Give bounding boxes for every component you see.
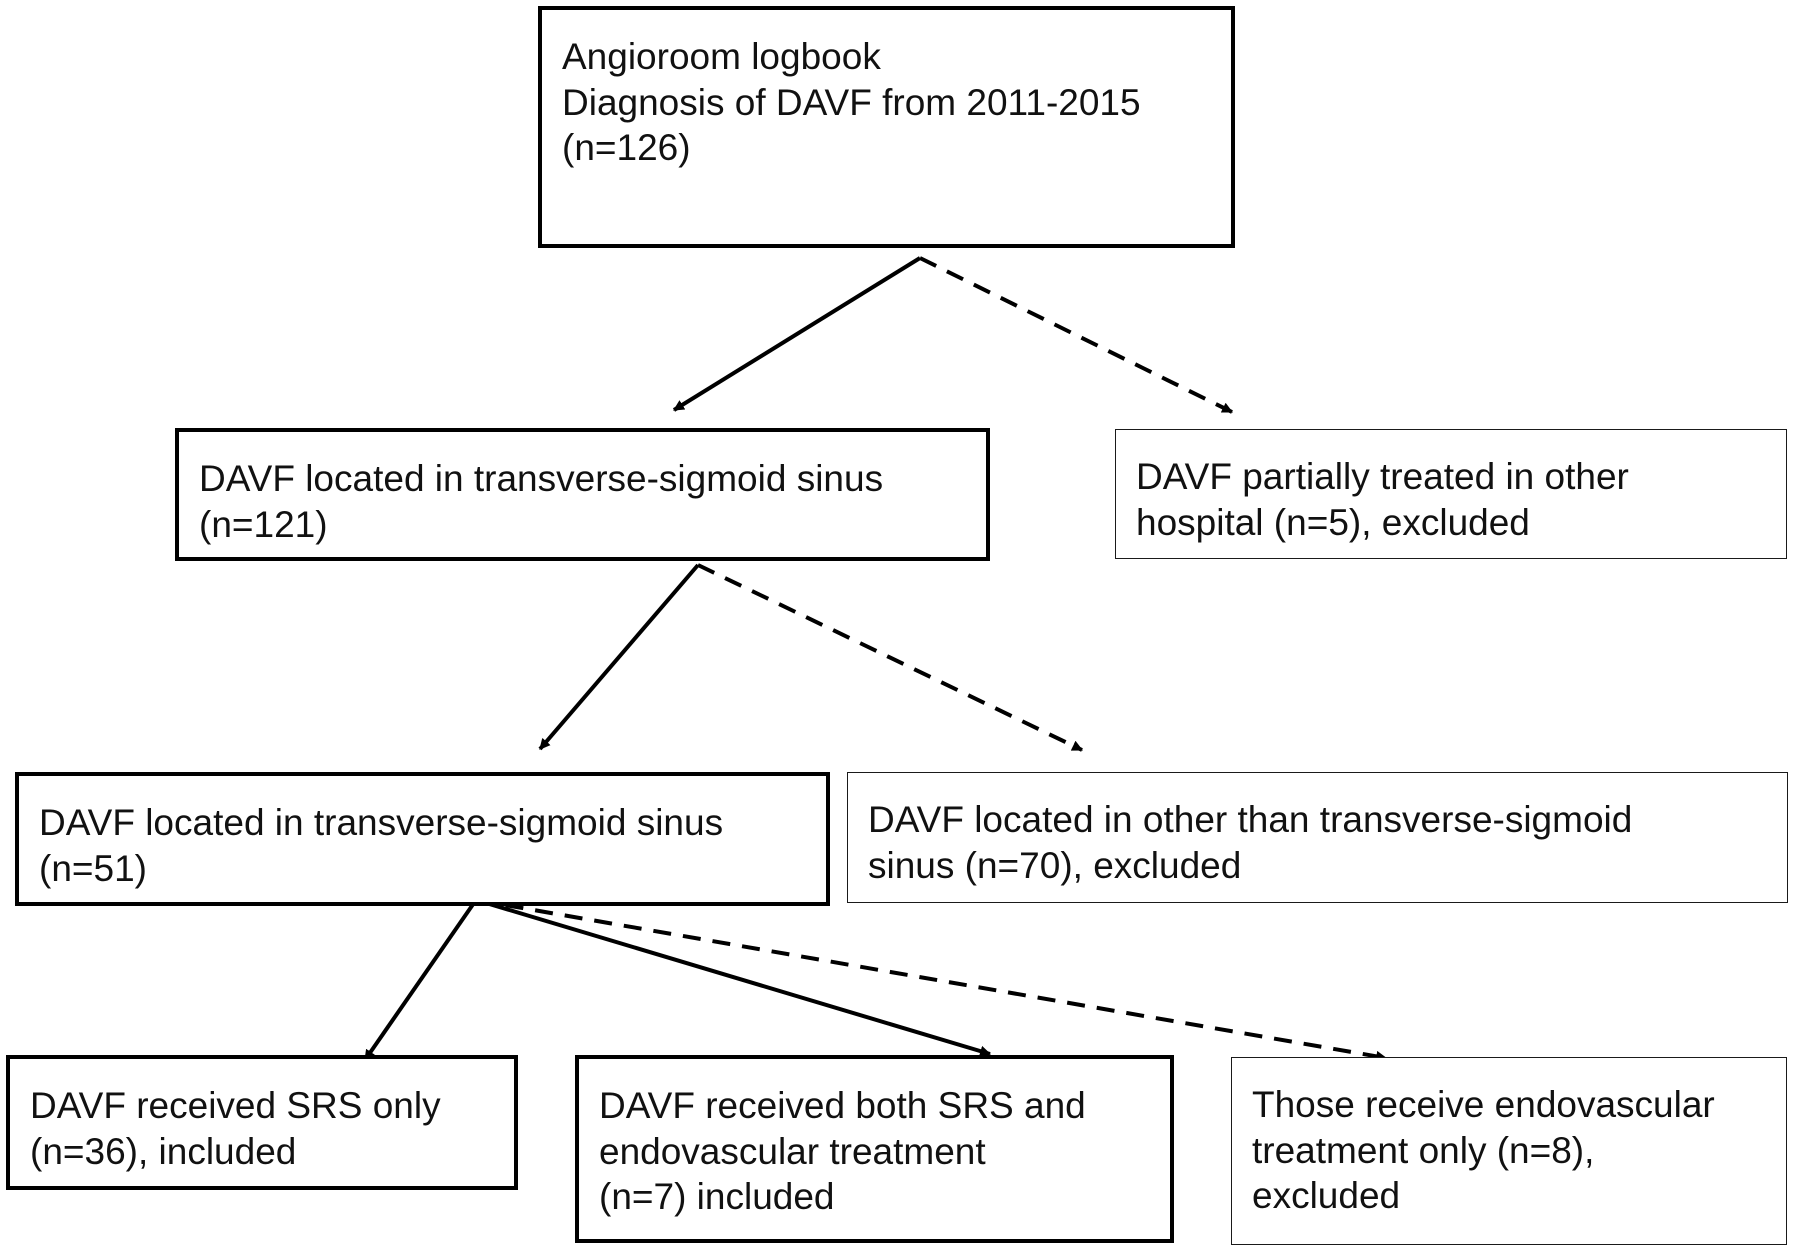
node-transverse-121-line-1: DAVF located in transverse-sigmoid sinus <box>199 458 884 499</box>
node-transverse-51-line-1: DAVF located in transverse-sigmoid sinus <box>39 802 724 843</box>
node-transverse-121-line-2: (n=121) <box>199 503 328 545</box>
node-partial-treated-line-2: hospital (n=5), excluded <box>1136 501 1530 543</box>
node-srs-endo-line-2: endovascular treatment <box>599 1130 986 1172</box>
node-transverse-51-line-2: (n=51) <box>39 847 147 889</box>
node-endo-only: Those receive endovascular treatment onl… <box>1231 1057 1787 1245</box>
node-srs-endo-line-1: DAVF received both SRS and <box>599 1085 1086 1126</box>
node-partial-treated: DAVF partially treated in other hospital… <box>1115 429 1787 559</box>
edge-transverse-121-to-transverse-51 <box>538 563 700 751</box>
node-srs-only-line-1: DAVF received SRS only <box>30 1085 441 1126</box>
edge-transverse-51-to-srs-endo <box>475 898 992 1057</box>
node-srs-endo: DAVF received both SRS and endovascular … <box>575 1055 1174 1243</box>
edge-logbook-to-partial-treated <box>919 256 1233 414</box>
edge-logbook-to-transverse-121 <box>672 256 922 412</box>
node-transverse-121: DAVF located in transverse-sigmoid sinus… <box>175 428 990 561</box>
node-other-location: DAVF located in other than transverse-si… <box>847 772 1788 903</box>
node-other-location-line-1: DAVF located in other than transverse-si… <box>868 799 1633 840</box>
node-logbook-line-1: Angioroom logbook <box>562 36 881 77</box>
edge-transverse-51-to-endo-only <box>475 898 1388 1062</box>
node-logbook-line-3: (n=126) <box>562 127 691 168</box>
node-srs-only-line-2: (n=36), included <box>30 1130 297 1172</box>
node-endo-only-line-3: excluded <box>1252 1175 1401 1216</box>
node-partial-treated-line-1: DAVF partially treated in other <box>1136 456 1629 497</box>
edge-transverse-51-to-srs-only <box>363 898 478 1062</box>
node-logbook: Angioroom logbook Diagnosis of DAVF from… <box>538 6 1235 248</box>
node-endo-only-line-2: treatment only (n=8), <box>1252 1129 1595 1171</box>
node-endo-only-line-1: Those receive endovascular <box>1252 1084 1715 1125</box>
node-srs-only: DAVF received SRS only (n=36), included <box>6 1055 518 1190</box>
edge-transverse-121-to-other-location <box>697 563 1083 752</box>
node-transverse-51: DAVF located in transverse-sigmoid sinus… <box>15 772 830 906</box>
node-logbook-line-2: Diagnosis of DAVF from 2011-2015 <box>562 81 1141 123</box>
node-srs-endo-line-3: (n=7) included <box>599 1176 835 1217</box>
node-other-location-line-2: sinus (n=70), excluded <box>868 844 1242 886</box>
